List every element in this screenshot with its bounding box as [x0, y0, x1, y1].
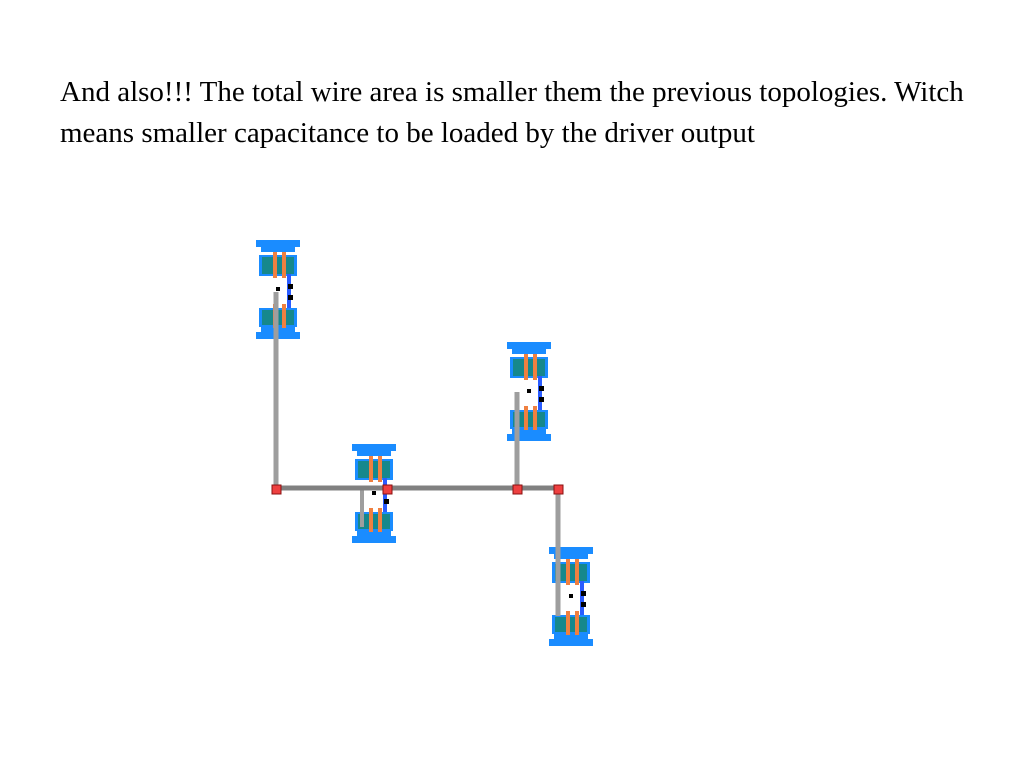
connection-node-4 — [553, 484, 564, 495]
connection-node-3 — [512, 484, 523, 495]
slide-body-text: And also!!! The total wire area is small… — [60, 76, 964, 149]
connection-node-1 — [271, 484, 282, 495]
logic-cell-c — [507, 342, 551, 441]
connection-node-2 — [382, 484, 393, 495]
